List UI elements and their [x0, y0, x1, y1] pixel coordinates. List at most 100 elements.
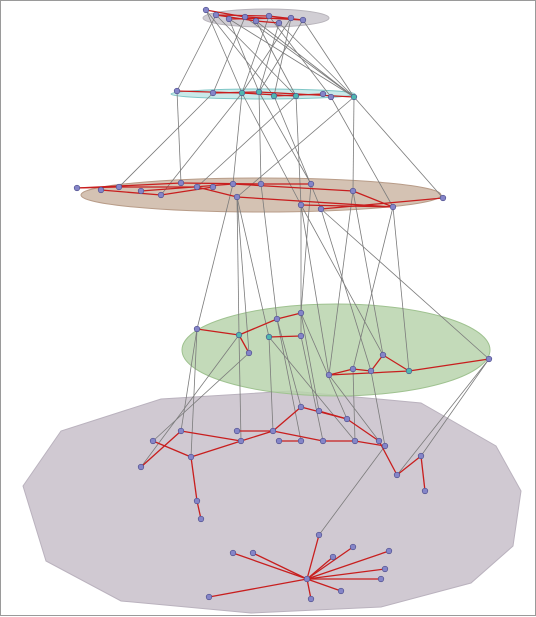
intra-layer-edge — [306, 534, 320, 580]
inter-layer-edge — [260, 183, 278, 320]
network-node — [209, 183, 217, 191]
inter-layer-edge — [300, 312, 348, 420]
intra-layer-edge — [306, 578, 342, 592]
network-node — [197, 515, 205, 523]
inter-layer-edge — [328, 190, 354, 376]
network-node — [235, 331, 243, 339]
network-node — [389, 203, 397, 211]
network-node — [252, 17, 260, 25]
inter-layer-edge — [268, 336, 356, 442]
inter-layer-edge — [238, 334, 242, 442]
network-node — [337, 587, 345, 595]
intra-layer-edge — [212, 91, 260, 94]
network-node — [73, 184, 81, 192]
network-node — [307, 180, 315, 188]
inter-layer-edge — [258, 91, 262, 185]
network-node — [137, 463, 145, 471]
inter-layer-edge — [176, 90, 182, 184]
network-node — [349, 543, 357, 551]
network-node — [327, 93, 335, 101]
inter-layer-edge — [118, 92, 214, 188]
intra-layer-edge — [252, 552, 308, 580]
network-node — [351, 437, 359, 445]
intra-layer-edge — [328, 368, 354, 376]
intra-layer-edge — [352, 190, 394, 208]
intra-layer-edge — [272, 406, 302, 432]
inter-layer-edge — [258, 91, 312, 185]
network-node — [377, 575, 385, 583]
inter-layer-edge — [232, 92, 243, 185]
network-node — [273, 315, 281, 323]
network-node — [381, 565, 389, 573]
network-node — [205, 593, 213, 601]
network-node — [417, 452, 425, 460]
inter-layer-edge — [396, 358, 490, 476]
intra-layer-edge — [354, 440, 386, 447]
intra-layer-edge — [160, 186, 214, 196]
network-node — [193, 183, 201, 191]
intra-layer-edge — [420, 455, 426, 492]
inter-layer-edge — [320, 208, 372, 372]
inter-layer-edge — [215, 14, 297, 97]
network-node — [275, 437, 283, 445]
network-node — [349, 365, 357, 373]
inter-layer-edge — [236, 196, 250, 354]
network-node — [233, 427, 241, 435]
inter-layer-edge — [228, 18, 355, 98]
inter-layer-edge — [205, 9, 275, 97]
inter-layer-edge — [330, 96, 394, 208]
network-node — [193, 325, 201, 333]
network-node — [237, 437, 245, 445]
inter-layer-edge — [212, 16, 246, 94]
network-node — [270, 92, 278, 100]
intra-layer-edge — [255, 20, 280, 24]
network-node — [319, 90, 327, 98]
network-node — [385, 547, 393, 555]
network-node — [350, 93, 358, 101]
inter-layer-edge — [244, 16, 355, 98]
layer-plane-bottom — [22, 390, 522, 614]
intra-layer-edge — [140, 430, 182, 468]
network-node — [297, 437, 305, 445]
intra-layer-edge — [232, 552, 308, 580]
network-node — [421, 487, 429, 495]
intra-layer-edge — [238, 318, 278, 336]
network-node — [405, 367, 413, 375]
network-node — [137, 187, 145, 195]
network-node — [292, 92, 300, 100]
network-node — [173, 87, 181, 95]
inter-layer-edge — [180, 328, 198, 432]
network-node — [255, 88, 263, 96]
network-node — [439, 194, 447, 202]
network-node — [97, 186, 105, 194]
network-node — [269, 427, 277, 435]
intra-layer-edge — [306, 578, 312, 600]
intra-layer-edge — [180, 182, 262, 185]
network-node — [257, 180, 265, 188]
inter-layer-edge — [258, 22, 280, 93]
inter-layer-edge — [352, 206, 394, 370]
network-node — [329, 553, 337, 561]
network-node — [379, 351, 387, 359]
inter-layer-edges — [118, 9, 490, 536]
intra-layer-edge — [238, 334, 250, 354]
network-node — [193, 497, 201, 505]
inter-layer-edge — [205, 9, 243, 94]
network-node — [325, 371, 333, 379]
intra-layer-edge — [370, 354, 384, 372]
inter-layer-edge — [276, 318, 302, 408]
network-node — [177, 427, 185, 435]
inter-layer-edge — [196, 183, 234, 330]
inter-layer-edge — [228, 18, 260, 93]
intra-layer-edge — [76, 186, 120, 189]
inter-layer-edge — [352, 96, 355, 192]
intra-layer-edge — [320, 197, 444, 210]
network-node — [287, 14, 295, 22]
inter-layer-edge — [353, 96, 444, 199]
intra-layer-edge — [306, 568, 386, 580]
network-node — [375, 437, 383, 445]
network-node — [307, 595, 315, 603]
inter-layer-edge — [268, 15, 332, 98]
inter-layer-edge — [370, 370, 386, 447]
